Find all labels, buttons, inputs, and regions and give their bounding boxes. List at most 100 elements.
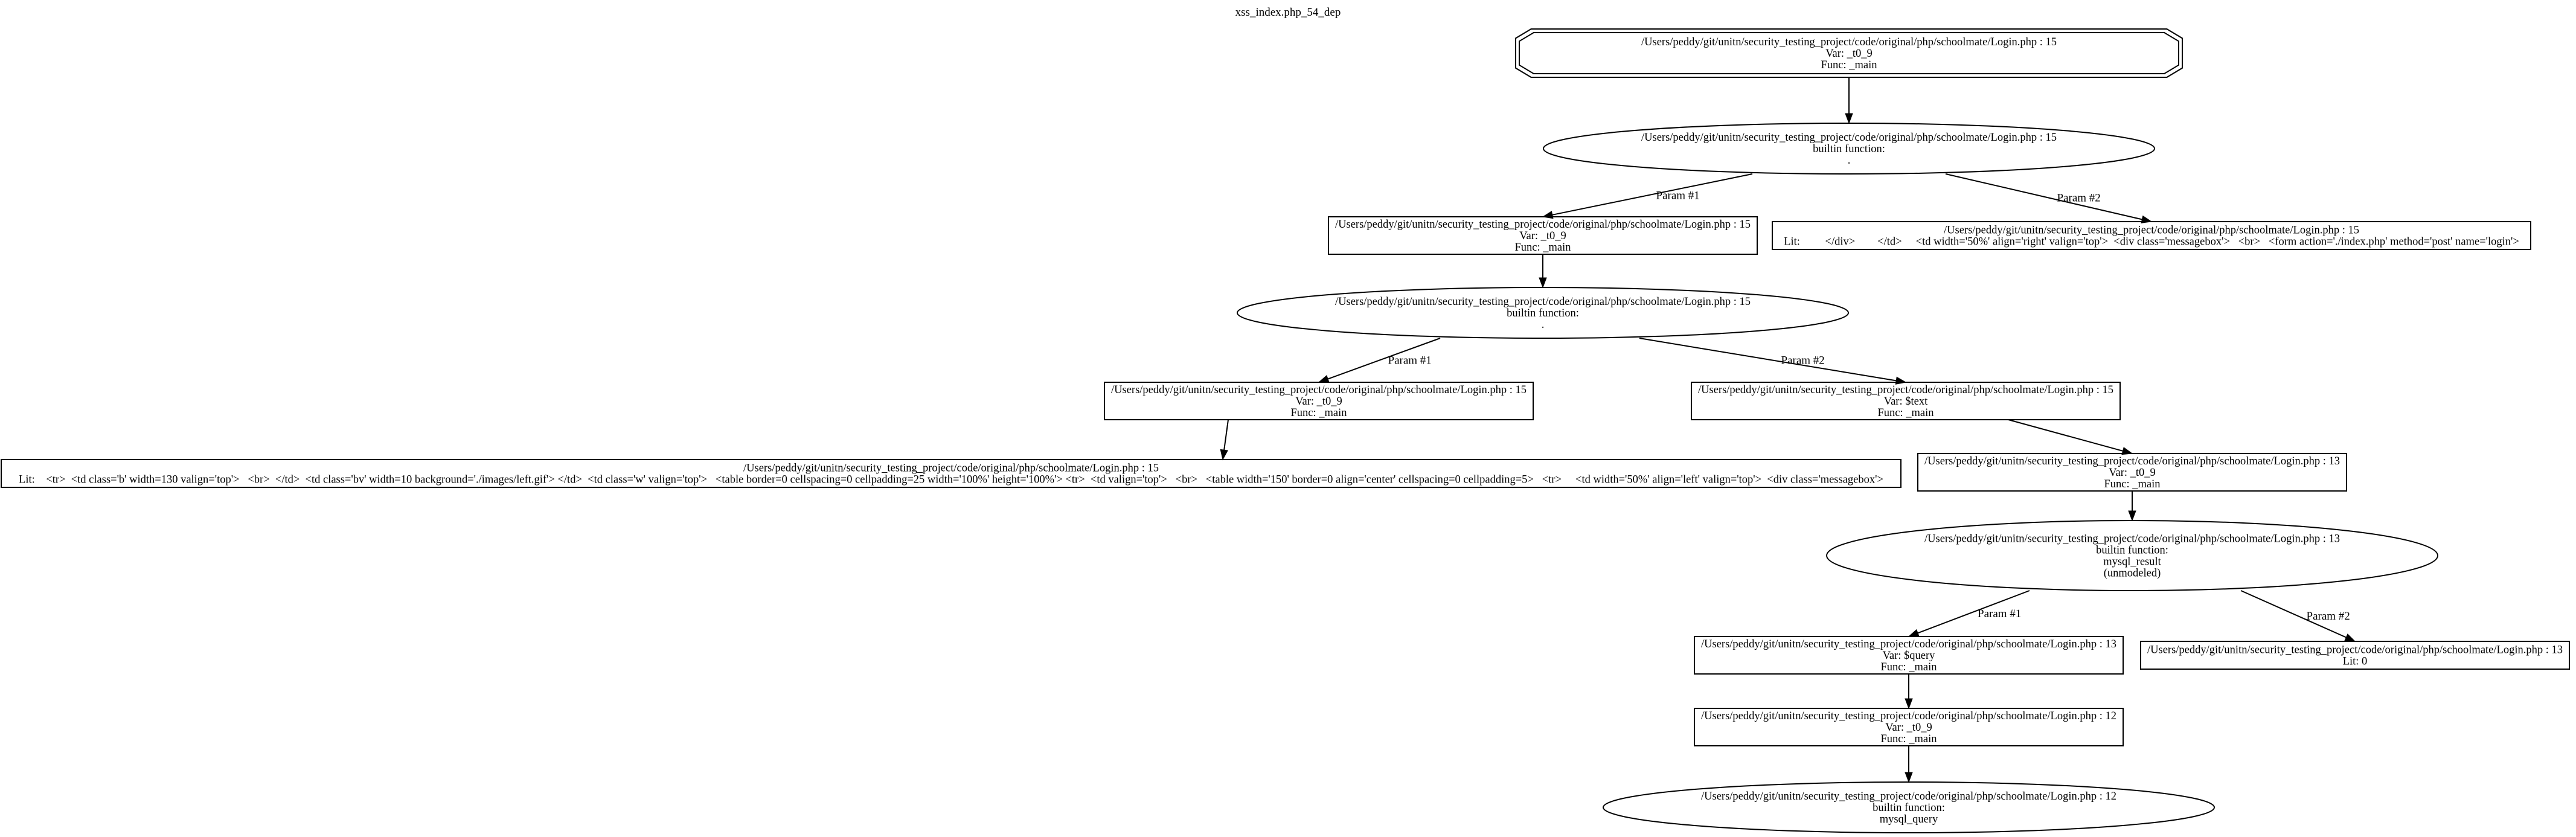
edge-arrowhead [1905,698,1913,710]
node-label-line: . [1542,319,1545,331]
edge-line [1223,419,1229,451]
edge-line [1945,173,2142,220]
edge-arrowhead [1908,629,1920,637]
graph-title: xss_index.php_54_dep [1235,6,1341,19]
node-label-line: builtin function: [1873,802,1945,814]
node-label-line: . [1848,155,1851,167]
edge-arrowhead [1318,375,1330,383]
node-label-line: Func: _main [1880,733,1937,745]
graph-edge: Param #1 [1542,173,1753,219]
edge-line [1917,590,2030,634]
graph-edge [1845,77,1853,124]
edge-arrowhead [1895,376,1907,385]
edge-line [1552,173,1753,216]
node-box [1694,636,2124,675]
node-label-line: /Users/peddy/git/unitn/security_testing_… [1701,710,2116,722]
edge-label: Param #2 [2307,610,2350,623]
node-label-line: Func: _main [1290,407,1347,419]
edge-layer: Param #1 Param #2 Param #1 Param #2 Param #1… [1220,77,2356,783]
graph-edge [1539,254,1547,289]
node-label-line: builtin function: [2096,545,2168,557]
node-octagon-inner [1519,32,2179,74]
node-label-line: Var: _t0_9 [1825,48,1873,60]
edge-line [1327,338,1441,380]
node-label-line: Var: _t0_9 [1295,396,1342,408]
graph-node: /Users/peddy/git/unitn/security_testing_… [1694,636,2124,675]
node-box [1691,382,2121,420]
graph-node: /Users/peddy/git/unitn/security_testing_… [1603,781,2215,833]
graph-node: /Users/peddy/git/unitn/security_testing_… [1104,382,1534,420]
graph-edge: Param #1 [1318,338,1441,383]
graph-edge: Param #2 [1945,173,2153,223]
graph-node: /Users/peddy/git/unitn/security_testing_… [1694,708,2124,746]
graph-node: /Users/peddy/git/unitn/security_testing_… [1772,221,2531,250]
graph-node: /Users/peddy/git/unitn/security_testing_… [1328,216,1758,255]
graph-edge [1905,674,1913,710]
edge-label: Param #2 [1781,354,1825,367]
node-label-line: /Users/peddy/git/unitn/security_testing_… [1924,533,2340,545]
edge-arrowhead [2128,510,2136,522]
edge-arrowhead [1220,449,1228,461]
edge-arrowhead [1905,772,1913,783]
edge-label: Param #1 [1656,190,1700,202]
node-label-line: Func: _main [1880,661,1937,673]
node-box [1328,216,1758,255]
graph-node: /Users/peddy/git/unitn/security_testing_… [1826,520,2438,591]
node-box [1694,708,2124,746]
graph-edge [2128,491,2136,522]
node-label-line: mysql_query [1880,813,1938,826]
graph-node: /Users/peddy/git/unitn/security_testing_… [1691,382,2121,420]
node-label-line: builtin function: [1507,307,1579,319]
edge-arrowhead [2344,633,2356,642]
graph-edge [1905,746,1913,783]
edge-line [2008,419,2123,452]
node-label-line: Func: _main [1514,242,1571,254]
node-label-line: Var: _t0_9 [1885,722,1932,734]
node-label-line: Lit: 0 [2343,656,2368,668]
node-label-line: /Users/peddy/git/unitn/security_testing_… [1111,384,1527,396]
node-label-line: Lit: <tr> <td class='b' width=130 valign… [19,474,1883,486]
graph-node: /Users/peddy/git/unitn/security_testing_… [1237,287,1849,339]
graph-edge: Param #1 [1908,590,2030,637]
node-label-line: (unmodeled) [2104,568,2161,580]
node-label-line: Func: _main [2104,478,2160,490]
node-ellipse [1543,123,2155,175]
node-octagon-outer [1515,28,2183,78]
graph-edge [2008,419,2133,455]
graph-edge [1220,419,1229,461]
node-label-line: builtin function: [1813,143,1885,155]
node-label-line: Var: _t0_9 [1519,230,1566,242]
node-label-line: Var: $query [1883,650,1936,662]
node-label-line: Lit: </div> </td> <td width='50%' align=… [1784,236,2519,248]
node-label-line: /Users/peddy/git/unitn/security_testing_… [1335,219,1751,231]
node-label-line: /Users/peddy/git/unitn/security_testing_… [1924,455,2340,467]
node-box [1,459,1902,488]
graph-edge: Param #2 [1639,338,1907,385]
edge-label: Param #2 [2057,192,2101,205]
node-label-line: /Users/peddy/git/unitn/security_testing_… [2147,644,2563,656]
node-box [2140,641,2570,670]
node-label-line: Func: _main [1877,407,1934,419]
graph-node: /Users/peddy/git/unitn/security_testing_… [1917,453,2347,492]
node-label-line: /Users/peddy/git/unitn/security_testing_… [743,463,1159,475]
edge-line [2240,590,2347,638]
node-ellipse [1826,520,2438,591]
edge-line [1639,338,1897,382]
node-box [1917,453,2347,492]
graph-node: /Users/peddy/git/unitn/security_testing_… [1,459,1902,488]
node-label-line: /Users/peddy/git/unitn/security_testing_… [1641,36,2057,48]
node-box [1772,221,2531,250]
edge-label: Param #1 [1978,608,2021,620]
edge-arrowhead [1539,277,1547,289]
node-label-line: Var: $text [1884,396,1928,408]
graph-node: /Users/peddy/git/unitn/security_testing_… [1515,28,2183,78]
node-ellipse [1603,781,2215,833]
node-label-line: /Users/peddy/git/unitn/security_testing_… [1701,790,2116,803]
node-label-line: /Users/peddy/git/unitn/security_testing_… [1698,384,2113,396]
node-label-line: /Users/peddy/git/unitn/security_testing_… [1641,132,2057,144]
node-label-line: Var: _t0_9 [2109,467,2156,479]
node-label-line: /Users/peddy/git/unitn/security_testing_… [1335,296,1751,308]
graph-node: /Users/peddy/git/unitn/security_testing_… [2140,641,2570,670]
edge-label: Param #1 [1388,354,1432,367]
edge-arrowhead [1845,113,1853,124]
